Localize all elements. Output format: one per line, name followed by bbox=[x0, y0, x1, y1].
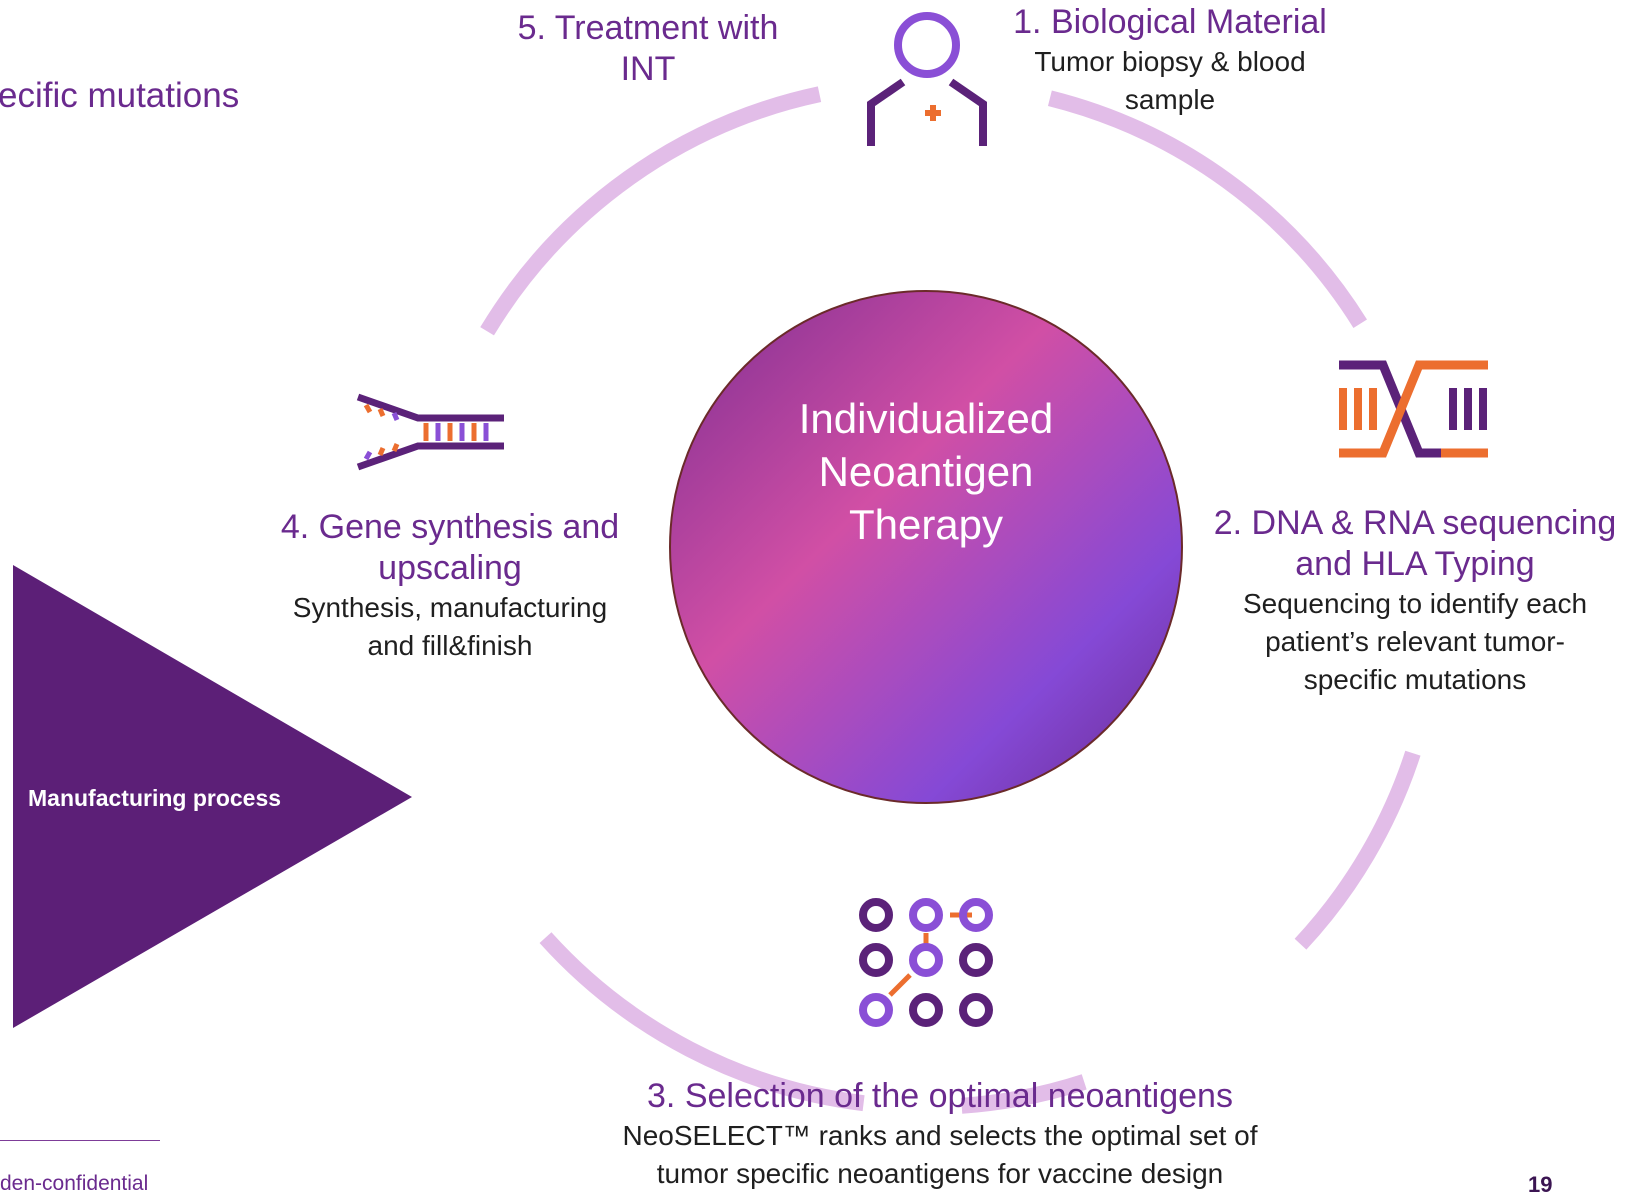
cycle-arc-2-to-3 bbox=[1294, 750, 1421, 950]
step2-sub-line1: Sequencing to identify each bbox=[1242, 588, 1588, 619]
center-title-line3: Therapy bbox=[848, 501, 1004, 548]
step1-title: 1. Biological Material bbox=[1013, 3, 1327, 41]
footer-confidential-text: den-confidential bbox=[0, 1172, 149, 1195]
step4-block: 4. Gene synthesis and upscaling Synthesi… bbox=[250, 507, 650, 665]
step1-block: 1. Biological Material Tumor biopsy & bl… bbox=[980, 2, 1360, 119]
center-title-line1: Individualized bbox=[798, 395, 1054, 442]
step5-title-line2: INT bbox=[620, 50, 676, 88]
step5-title-line1: 5. Treatment with bbox=[517, 9, 779, 47]
step4-sub-line2: and fill&finish bbox=[367, 630, 533, 661]
step3-block: 3. Selection of the optimal neoantigens … bbox=[540, 1076, 1340, 1193]
cycle-arc-1-to-2 bbox=[1047, 90, 1367, 328]
step2-sub-line2: patient’s relevant tumor- bbox=[1265, 626, 1565, 657]
center-title: Individualized Neoantigen Therapy bbox=[666, 392, 1186, 551]
step3-title: 3. Selection of the optimal neoantigens bbox=[647, 1077, 1233, 1115]
step3-sub-line1: NeoSELECT™ ranks and selects the optimal… bbox=[622, 1120, 1258, 1151]
manufacturing-triangle bbox=[13, 565, 412, 1028]
cycle-arc-4-to-5 bbox=[539, 932, 865, 1112]
step2-block: 2. DNA & RNA sequencing and HLA Typing S… bbox=[1185, 503, 1645, 699]
manufacturing-process-label: Manufacturing process bbox=[28, 785, 282, 811]
center-circle bbox=[669, 290, 1183, 804]
step2-sub-line3: specific mutations bbox=[1303, 664, 1527, 695]
cycle-arc-3-to-4 bbox=[961, 1074, 1087, 1114]
dna-sequencing-icon bbox=[1339, 360, 1488, 458]
patient-icon bbox=[867, 12, 987, 146]
step4-title-line2: upscaling bbox=[378, 549, 522, 587]
step3-sub-line2: tumor specific neoantigens for vaccine d… bbox=[656, 1158, 1224, 1189]
step4-title-line1: 4. Gene synthesis and bbox=[280, 508, 620, 546]
center-title-line2: Neoantigen bbox=[818, 448, 1034, 495]
cycle-arc-5-to-1 bbox=[480, 86, 822, 336]
step1-sub-line2: sample bbox=[1124, 84, 1216, 115]
step4-sub-line1: Synthesis, manufacturing bbox=[292, 592, 608, 623]
footer-divider bbox=[0, 1140, 160, 1141]
step5-block: 5. Treatment with INT bbox=[488, 8, 808, 90]
page-number: 19 bbox=[1528, 1172, 1553, 1197]
step1-sub-line1: Tumor biopsy & blood bbox=[1034, 46, 1306, 77]
neoantigen-selection-icon bbox=[859, 898, 993, 1027]
step2-title-line1: 2. DNA & RNA sequencing bbox=[1213, 504, 1617, 542]
gene-synthesis-icon bbox=[356, 393, 504, 471]
step2-title-line2: and HLA Typing bbox=[1295, 545, 1535, 583]
truncated-header-text: ecific mutations bbox=[0, 76, 240, 115]
